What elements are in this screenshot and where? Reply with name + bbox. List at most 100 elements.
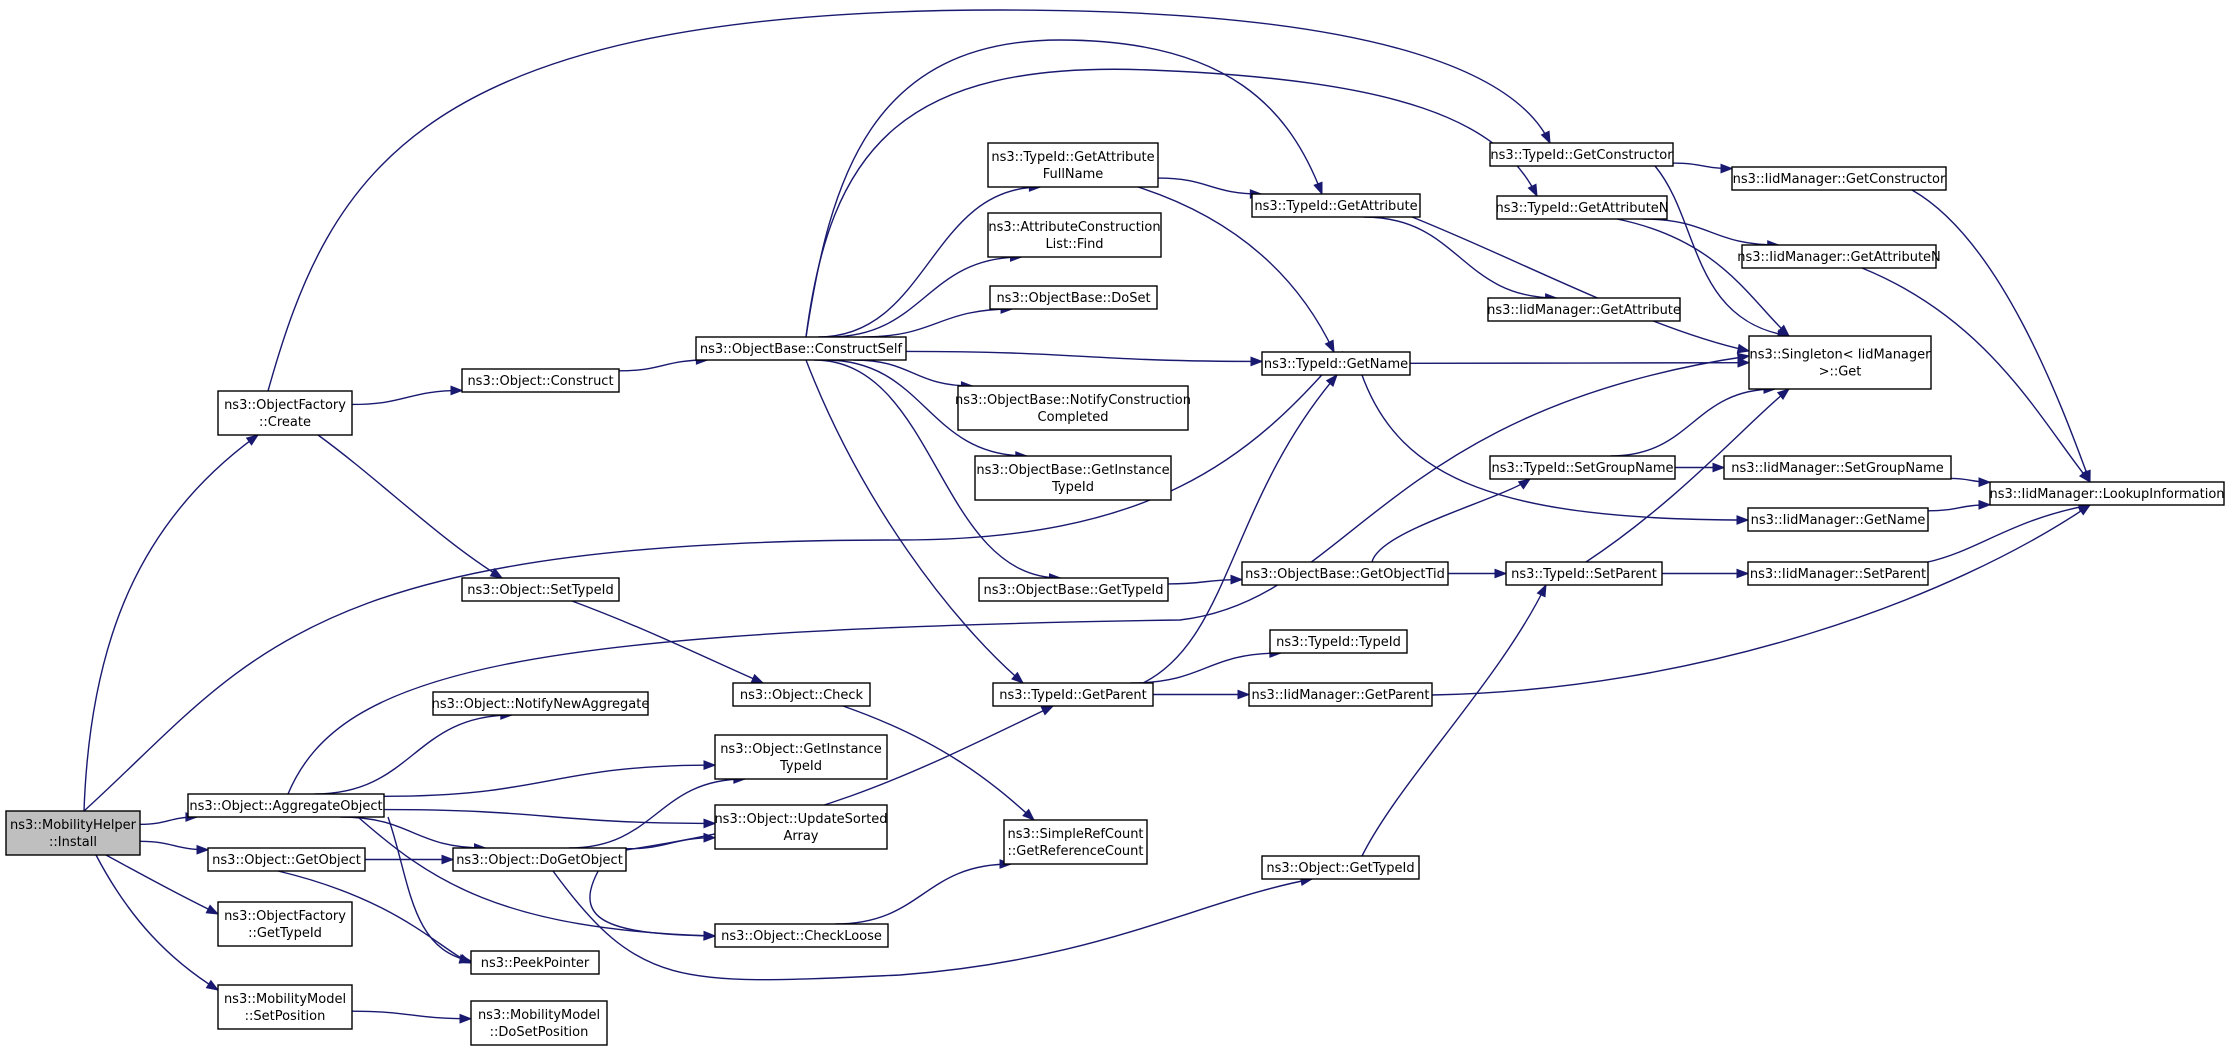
edge-line: [825, 359, 1027, 457]
edge-line: [1861, 267, 2091, 483]
node-tidSetParent[interactable]: ns3::TypeId::SetParent: [1505, 561, 1663, 586]
edge-line: [589, 847, 716, 937]
node-peekPointer[interactable]: ns3::PeekPointer: [470, 950, 600, 975]
node-doSet[interactable]: ns3::ObjectBase::DoSet: [989, 285, 1158, 310]
node-tidTypeId[interactable]: ns3::TypeId::TypeId: [1269, 629, 1408, 654]
edge-getAttributeFullName-to-tidGetName: [1137, 186, 1335, 354]
edge-getAttributeFullName-to-tidGetAttribute: [1157, 177, 1263, 199]
node-iidSetParent[interactable]: ns3::IidManager::SetParent: [1747, 561, 1929, 586]
node-box: [207, 847, 366, 872]
edge-arrowhead: [1527, 183, 1538, 198]
node-box: [1487, 297, 1681, 322]
node-factoryGetTypeId[interactable]: ns3::ObjectFactory::GetTypeId: [217, 901, 353, 947]
edge-line: [351, 1010, 472, 1020]
node-factoryCreate[interactable]: ns3::ObjectFactory::Create: [217, 390, 353, 436]
edge-line: [95, 854, 219, 991]
node-box: [714, 923, 889, 948]
node-tidGetAttribute[interactable]: ns3::TypeId::GetAttribute: [1251, 193, 1421, 218]
node-obGetTypeId[interactable]: ns3::ObjectBase::GetTypeId: [978, 577, 1169, 602]
edge-arrowhead: [489, 567, 504, 579]
node-label: ns3::Object::Construct: [467, 374, 613, 389]
node-label: ::GetReferenceCount: [1008, 844, 1144, 859]
edge-iidGetParent-to-lookupInformation: [1431, 504, 2092, 696]
edge-line: [314, 714, 512, 795]
node-objGetTypeId[interactable]: ns3::Object::GetTypeId: [1261, 855, 1420, 880]
node-objConstruct[interactable]: ns3::Object::Construct: [461, 368, 620, 393]
edge-constructSelf-to-getAttributeFullName: [818, 182, 1042, 338]
node-singletonGet[interactable]: ns3::Singleton< IidManager >::Get: [1748, 335, 1932, 390]
node-box: [1003, 819, 1148, 865]
node-simpleRefCount[interactable]: ns3::SimpleRefCount::GetReferenceCount: [1003, 819, 1148, 865]
edge-arrowhead: [1022, 808, 1036, 821]
node-label: ns3::Object::UpdateSorted: [714, 812, 887, 827]
node-iidGetParent[interactable]: ns3::IidManager::GetParent: [1248, 682, 1433, 707]
node-install[interactable]: ns3::MobilityHelper::Install: [5, 810, 141, 856]
node-tidGetAttributeN[interactable]: ns3::TypeId::GetAttributeN: [1495, 195, 1669, 220]
node-box: [987, 142, 1159, 188]
node-label: ns3::ObjectFactory: [224, 398, 346, 413]
edge-arrowhead: [1011, 671, 1025, 684]
edge-install-to-mmSetPosition: [95, 854, 220, 991]
node-tidSetGroupName[interactable]: ns3::TypeId::SetGroupName: [1489, 455, 1676, 480]
node-objCheck[interactable]: ns3::Object::Check: [732, 682, 871, 707]
node-label: ns3::TypeId::GetAttributeN: [1495, 201, 1668, 216]
edge-arrowhead: [196, 844, 210, 855]
node-iidGetAttribute[interactable]: ns3::IidManager::GetAttribute: [1487, 297, 1681, 322]
edge-arrowhead: [1737, 357, 1751, 368]
node-box: [432, 691, 649, 716]
edge-arrowhead: [703, 760, 717, 771]
node-tidGetParent[interactable]: ns3::TypeId::GetParent: [992, 682, 1154, 707]
edge-arrowhead: [1736, 515, 1750, 525]
node-label: ns3::IidManager::LookupInformation: [1989, 487, 2224, 502]
edge-line: [1431, 504, 2091, 696]
edge-line: [1585, 388, 1790, 563]
node-label: ns3::Object::AggregateObject: [189, 799, 382, 814]
node-objSetTypeId[interactable]: ns3::Object::SetTypeId: [461, 577, 620, 602]
node-iidGetName[interactable]: ns3::IidManager::GetName: [1747, 507, 1929, 532]
node-label: ns3::IidManager::GetName: [1751, 513, 1926, 528]
node-tidGetName[interactable]: ns3::TypeId::GetName: [1261, 351, 1411, 376]
node-label: ns3::ObjectBase::GetObjectTid: [1245, 567, 1445, 582]
edge-factoryCreate-to-objConstruct: [351, 385, 464, 406]
edge-line: [1411, 216, 1750, 352]
edge-arrowhead: [1776, 388, 1791, 401]
node-box: [974, 455, 1172, 501]
node-aggregateObject[interactable]: ns3::Object::AggregateObject: [187, 793, 385, 818]
node-box: [1489, 142, 1674, 167]
node-box: [957, 385, 1189, 431]
edge-line: [1137, 186, 1335, 353]
node-box: [1251, 193, 1421, 218]
edge-tidGetConstructor-to-iidGetConstructor: [1672, 162, 1734, 174]
edge-getObject-to-doGetObject: [365, 854, 455, 865]
edge-getObjectTid-to-tidSetParent: [1448, 568, 1508, 579]
node-mmSetPosition[interactable]: ns3::MobilityModel::SetPosition: [217, 984, 353, 1030]
node-label: ns3::Singleton< IidManager: [1749, 348, 1931, 363]
node-notifyNewAggregate[interactable]: ns3::Object::NotifyNewAggregate: [432, 691, 650, 716]
edge-arrowhead: [459, 1013, 473, 1024]
edge-line: [351, 389, 463, 406]
node-lookupInformation[interactable]: ns3::IidManager::LookupInformation: [1989, 481, 2225, 506]
edge-getObject-to-peekPointer: [277, 870, 473, 964]
node-doGetObject[interactable]: ns3::Object::DoGetObject: [452, 847, 627, 872]
node-notifyConstructionCompleted[interactable]: ns3::ObjectBase::NotifyConstructionCompl…: [955, 385, 1191, 431]
node-iidGetAttributeN[interactable]: ns3::IidManager::GetAttributeN: [1737, 244, 1941, 269]
edge-line: [1142, 374, 1338, 684]
node-iidGetConstructor[interactable]: ns3::IidManager::GetConstructor: [1731, 166, 1947, 191]
node-checkLoose[interactable]: ns3::Object::CheckLoose: [714, 923, 889, 948]
node-box: [187, 793, 385, 818]
edge-line: [1927, 504, 2091, 563]
edge-line: [828, 256, 1022, 338]
node-mmDoSetPosition[interactable]: ns3::MobilityModel::DoSetPosition: [470, 1000, 608, 1046]
node-tidGetConstructor[interactable]: ns3::TypeId::GetConstructor: [1489, 142, 1674, 167]
node-getObjectTid[interactable]: ns3::ObjectBase::GetObjectTid: [1241, 561, 1449, 586]
nodes-layer: ns3::MobilityHelper::Installns3::ObjectF…: [5, 142, 2225, 1046]
edge-line: [835, 863, 1012, 925]
node-getObject[interactable]: ns3::Object::GetObject: [207, 847, 366, 872]
node-iidSetGroupName[interactable]: ns3::IidManager::SetGroupName: [1723, 455, 1952, 480]
node-constructSelf[interactable]: ns3::ObjectBase::ConstructSelf: [695, 336, 907, 361]
